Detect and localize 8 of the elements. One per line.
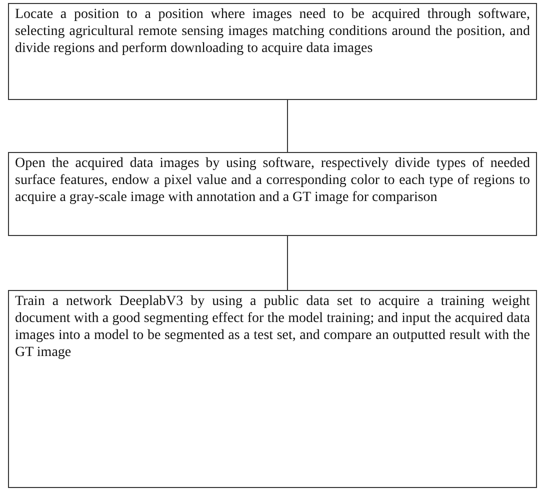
process-box (8, 290, 537, 488)
box-text: Open the acquired data images by using software, respectively divide types of needed surface features, endow a pixel value and a corresponding color to each type of regions to acquire a gray-scale image with annotation and a GT image for comparison (15, 155, 530, 206)
connector-line (287, 100, 288, 152)
process-box (8, 3, 537, 100)
box-text: Locate a position to a position where images need to be acquired through software, selecting agricultural remote sensing images matching conditions around the position, and divide regions and perform downloading to acquire data images (15, 6, 530, 57)
process-box (8, 152, 537, 236)
connector-line (287, 236, 288, 290)
box-text: Train a network DeeplabV3 by using a public data set to acquire a training weight document with a good segmenting effect for the model training; and input the acquired data images into a model to be segmented as a test set, and compare an outputted result with the GT image (15, 293, 530, 361)
